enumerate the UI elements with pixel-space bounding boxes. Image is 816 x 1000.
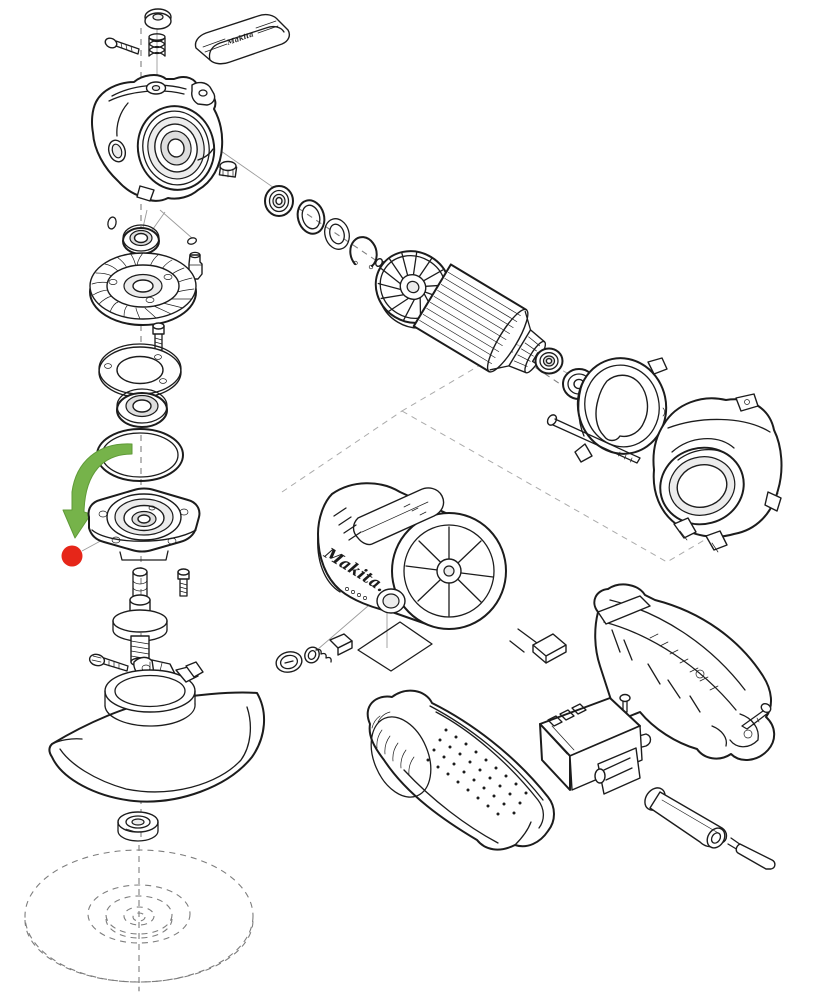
carbon-brush xyxy=(304,633,353,664)
handle-cover xyxy=(366,689,555,851)
rear-bearing xyxy=(534,347,564,375)
motor-housing: Makita. xyxy=(317,482,507,630)
brush-cap xyxy=(275,651,303,673)
dashed-plane xyxy=(401,343,782,563)
power-cord xyxy=(727,837,776,870)
gear-housing xyxy=(91,74,224,202)
field-stator xyxy=(652,393,783,553)
flat-washer-cap xyxy=(144,8,172,30)
guard-clamp-band xyxy=(104,661,204,727)
spiral-bevel-gear xyxy=(89,252,197,326)
retaining-ring xyxy=(296,199,326,235)
circlip xyxy=(349,236,378,270)
grip-dots xyxy=(426,728,528,816)
bearing-box xyxy=(87,487,201,561)
pinion-nut xyxy=(218,160,238,178)
tapping-screw xyxy=(104,37,140,55)
clamp-bolt xyxy=(88,653,129,672)
front-bearing xyxy=(264,185,294,217)
handle-screw xyxy=(741,702,772,730)
ball-bearing-upper xyxy=(122,224,160,255)
hex-bolt xyxy=(177,568,190,597)
annotation-dot[interactable] xyxy=(61,545,83,567)
compression-spring xyxy=(148,33,166,57)
wheel-guard xyxy=(48,661,266,803)
through-bolt xyxy=(546,414,641,464)
dashed-plane-edge xyxy=(281,410,403,493)
annotation-arrow xyxy=(62,443,133,539)
inner-flange xyxy=(117,811,159,842)
capacitor xyxy=(509,628,567,664)
flat-washer xyxy=(324,218,350,250)
cord-guard xyxy=(644,787,728,849)
hex-socket-bolt xyxy=(152,322,165,351)
armature xyxy=(374,250,554,374)
o-ring-small xyxy=(107,216,117,230)
switch xyxy=(539,697,643,795)
name-label xyxy=(357,621,433,672)
spindle xyxy=(112,567,168,667)
grinding-wheel xyxy=(24,845,254,988)
baffle-plate xyxy=(574,357,668,463)
ball-bearing-lower xyxy=(116,388,168,428)
shaft-lock-cover: Makita xyxy=(194,13,291,65)
